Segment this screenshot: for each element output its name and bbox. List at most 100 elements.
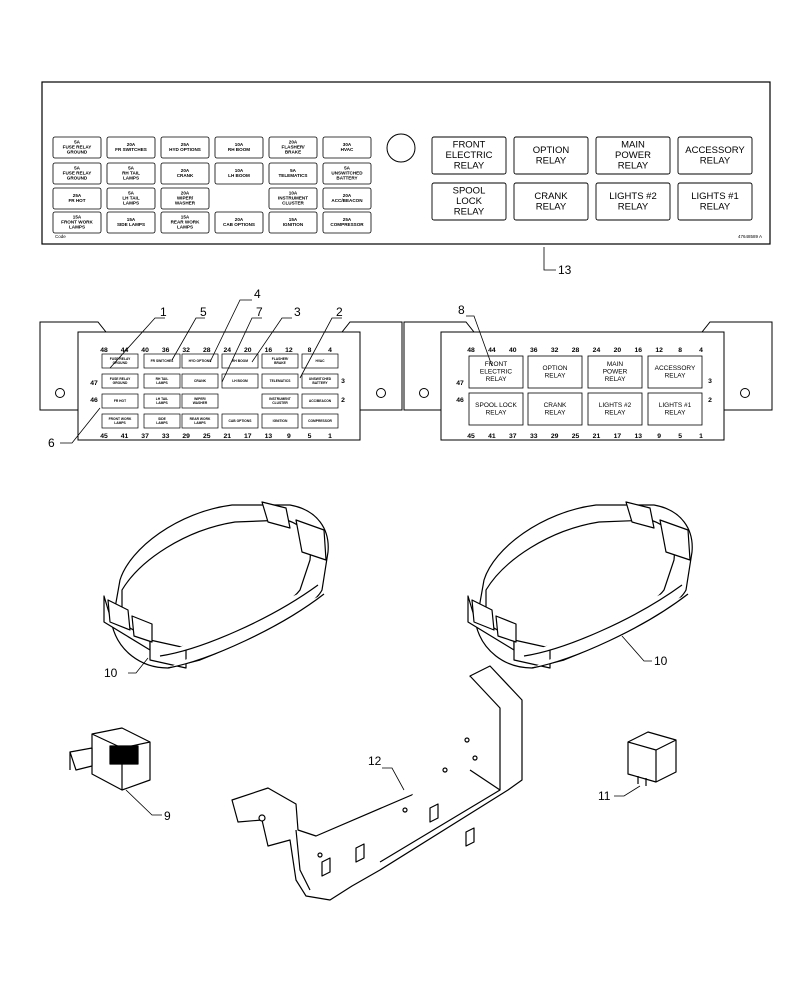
mounting-bracket [231,665,523,901]
pin-label-top: 28 [572,347,580,354]
decal-fuse-label-line: FUSE RELAY [63,171,92,176]
pin-label-top: 24 [593,347,601,354]
decal-relay-label-line: LOCK [456,196,483,207]
relay-box-relay-slot [587,355,643,389]
pin-label-bottom: 25 [572,433,580,440]
decal-fuse-label-line: 25A [73,193,82,198]
decal-fuse-label-line: 15A [289,217,298,222]
fuse-box-fuse-label-line: CAB OPTIONS [229,419,253,423]
fuse-box-fuse-slot [101,413,139,429]
relay-box-relay-label-line: ELECTRIC [480,369,512,376]
decal-fuse-label-line: GROUND [67,176,88,181]
pin-label-top: 36 [162,347,170,354]
fuse-box-fuse-slot [181,393,219,409]
decal-fuse-label-line: FLASHER/ [282,145,306,150]
decal-relay-label-line: LIGHTS #1 [691,191,739,202]
decal-fuse-label-line: 5A [290,168,297,173]
pin-label-bottom: 37 [141,433,149,440]
fuse-box-fuse-slot [221,373,259,389]
pin-label-bottom: 33 [530,433,538,440]
decal-fuse-label-line: 25A [343,217,352,222]
decal-fuse-label-line: 30A [343,142,352,147]
pin-label-bottom: 33 [162,433,170,440]
decal-fuse-label-line: 20A [343,193,352,198]
pin-label-top: 4 [328,347,332,354]
decal-fuse-label-line: LH BOOM [228,173,250,178]
fuse-box-fuse-label-line: LAMPS [194,421,206,425]
decal-relay-label-line: RELAY [536,155,567,166]
pin-label-bottom: 13 [265,433,273,440]
fuse-box-fuse-label-line: FR SWITCHES [151,359,175,363]
decal-fuse-slot [52,211,102,234]
decal-fuse-slot [322,136,372,159]
pin-label-top: 44 [121,347,129,354]
relay-box-relay-slot [527,392,583,426]
decal-fuse-slot [160,211,210,234]
decal-relay-label-line: ELECTRIC [446,150,493,161]
fuse-box-fuse-label-line: BRAKE [274,361,287,365]
pin-label-bottom: 25 [203,433,211,440]
decal-relay-slot [595,136,671,175]
relay-box-relay-label-line: CRANK [544,402,567,409]
pin-label-top: 16 [634,347,642,354]
fuse-box-fuse-label-line: FRONT WORK [109,417,132,421]
decal-fuse-label-line: FRONT WORK [61,220,93,225]
relay-box-relay-slot [468,392,524,426]
pin-label-top: 28 [203,347,211,354]
decal-fuse-label-line: 15A [73,215,82,220]
pin-label-bottom: 41 [488,433,496,440]
fuse-box-fuse-label-line: RH BOOM [232,359,248,363]
pin-label-top: 4 [699,347,703,354]
relay-box-relay-label-line: LIGHTS #1 [659,402,692,409]
fuse-box-fuse-label-line: LAMPS [156,401,168,405]
pin-label-bottom: 5 [308,433,312,440]
decal-fuse-label-line: COMPRESSOR [330,222,364,227]
decal-fuse-label-line: REAR WORK [171,220,201,225]
relay-box-right-mount-hole [740,388,750,398]
decal-fuse-label-line: FR SWITCHES [115,147,147,152]
relay-box-relay-label-line: RELAY [545,372,566,379]
decal-relay-label-line: SPOOL [453,186,486,197]
pin-label-bottom: 9 [287,433,291,440]
fuse-box-fuse-slot [261,353,299,369]
fuse-box-fuse-label-line: RH TAIL [156,377,169,381]
pin-label-top: 20 [244,347,252,354]
decal-fuse-label-line: 20A [181,191,190,196]
relay-box-relay-slot [647,355,703,389]
decal-fuse-slot [268,162,318,185]
decal-fuse-label-line: 5A [128,166,135,171]
decal-relay-label-line: RELAY [618,201,649,212]
decal-fuse-slot [268,211,318,234]
pin-label-right: 3 [341,378,345,385]
relay-box-relay-label-line: RELAY [665,409,686,416]
decal-fuse-label-line: LAMPS [177,225,193,230]
decal-relay-label-line: FRONT [453,140,486,151]
relay-box-relay-label-line: LIGHTS #2 [599,402,632,409]
decal-fuse-label-line: HVAC [341,147,354,152]
pin-label-top: 48 [100,347,108,354]
relay-box-relay-label-line: RELAY [605,409,626,416]
fuse-box-fuse-label-line: IGNITION [273,419,288,423]
decal-fuse-label-line: INSTRUMENT [278,196,308,201]
relay-box-relay-slot [468,355,524,389]
relay-box-relay-label-line: RELAY [665,372,686,379]
fuse-box-fuse-slot [261,373,299,389]
decal-fuse-slot [160,162,210,185]
relay-box-relay-label-line: POWER [603,369,628,376]
decal-fuse-slot [268,187,318,210]
pin-label-top: 40 [141,347,149,354]
pin-label-top: 40 [509,347,517,354]
decal-fuse-label-line: IGNITION [283,222,304,227]
fuse-box-fuse-label-line: LAMPS [114,421,126,425]
decal-fuse-label-line: WASHER [175,201,196,206]
decal-relay-label-line: MAIN [621,140,645,151]
fuse-box-fuse-label-line: GROUND [113,381,128,385]
decal-fuse-label-line: HYD OPTIONS [169,147,201,152]
relay-box-relay-label-line: RELAY [486,376,507,383]
decal-fuse-slot [52,136,102,159]
pin-label-bottom: 45 [467,433,475,440]
decal-fuse-slot [322,211,372,234]
decal-fuse-slot [52,162,102,185]
fuse-box-fuse-label-line: LH TAIL [156,397,168,401]
